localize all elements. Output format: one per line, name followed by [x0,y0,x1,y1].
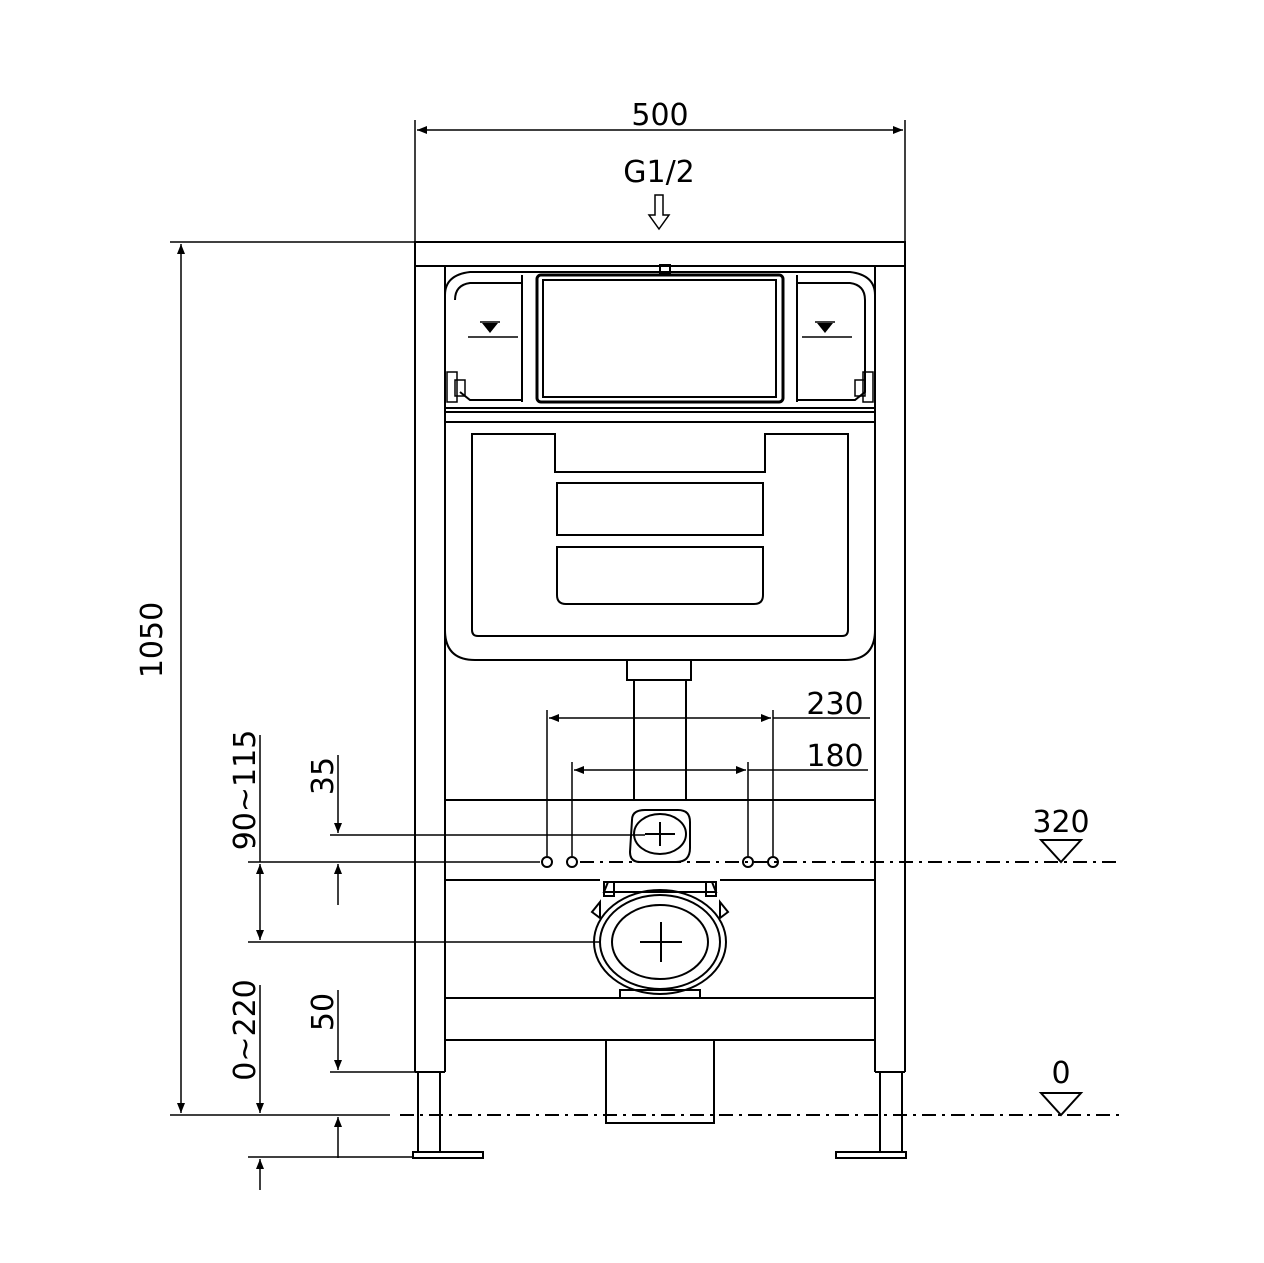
bolt-inner-label: 180 [806,739,863,774]
cistern-top [444,264,876,413]
offset-35-label: 35 [306,757,341,795]
level-triangle-icon [1038,839,1084,864]
offset-50-dimension: 50 [306,990,342,1158]
level-0-marker: 0 [1038,1056,1084,1117]
reference-lines [248,834,1120,1158]
inlet-arrow-icon [647,194,671,231]
bolt-outer-label: 230 [806,687,863,722]
water-inlet: G1/2 [623,155,695,231]
offset-50-label: 50 [306,993,341,1031]
lower-box [605,1039,715,1124]
waste-height-label: 90~115 [228,730,263,851]
frame-adjust-dimension: 0~220 [228,979,264,1190]
right-foot [835,1071,907,1159]
waste-outlet [590,881,730,999]
width-label: 500 [631,98,688,133]
flush-pipe [626,659,692,800]
level-marker-icon [817,323,833,333]
inlet-label: G1/2 [623,155,695,190]
flush-outlet [628,809,691,863]
mounting-holes [541,856,779,868]
level-marker-icon [482,323,498,333]
bolt-spacing-dimensions: 230 180 [546,687,870,856]
level-320-marker: 320 [1032,805,1090,864]
level-triangle-icon [1038,1092,1084,1117]
offset-35-dimension: 35 [306,755,342,905]
frame-adjust-label: 0~220 [228,979,263,1080]
height-label: 1050 [135,602,170,678]
width-dimension: 500 [414,98,906,242]
waste-height-dimension: 90~115 [228,730,264,940]
cistern-tank [444,421,876,661]
height-dimension: 1050 [135,241,415,1116]
level-0-label: 0 [1051,1056,1070,1091]
left-foot [412,1071,484,1159]
level-320-label: 320 [1032,805,1089,840]
